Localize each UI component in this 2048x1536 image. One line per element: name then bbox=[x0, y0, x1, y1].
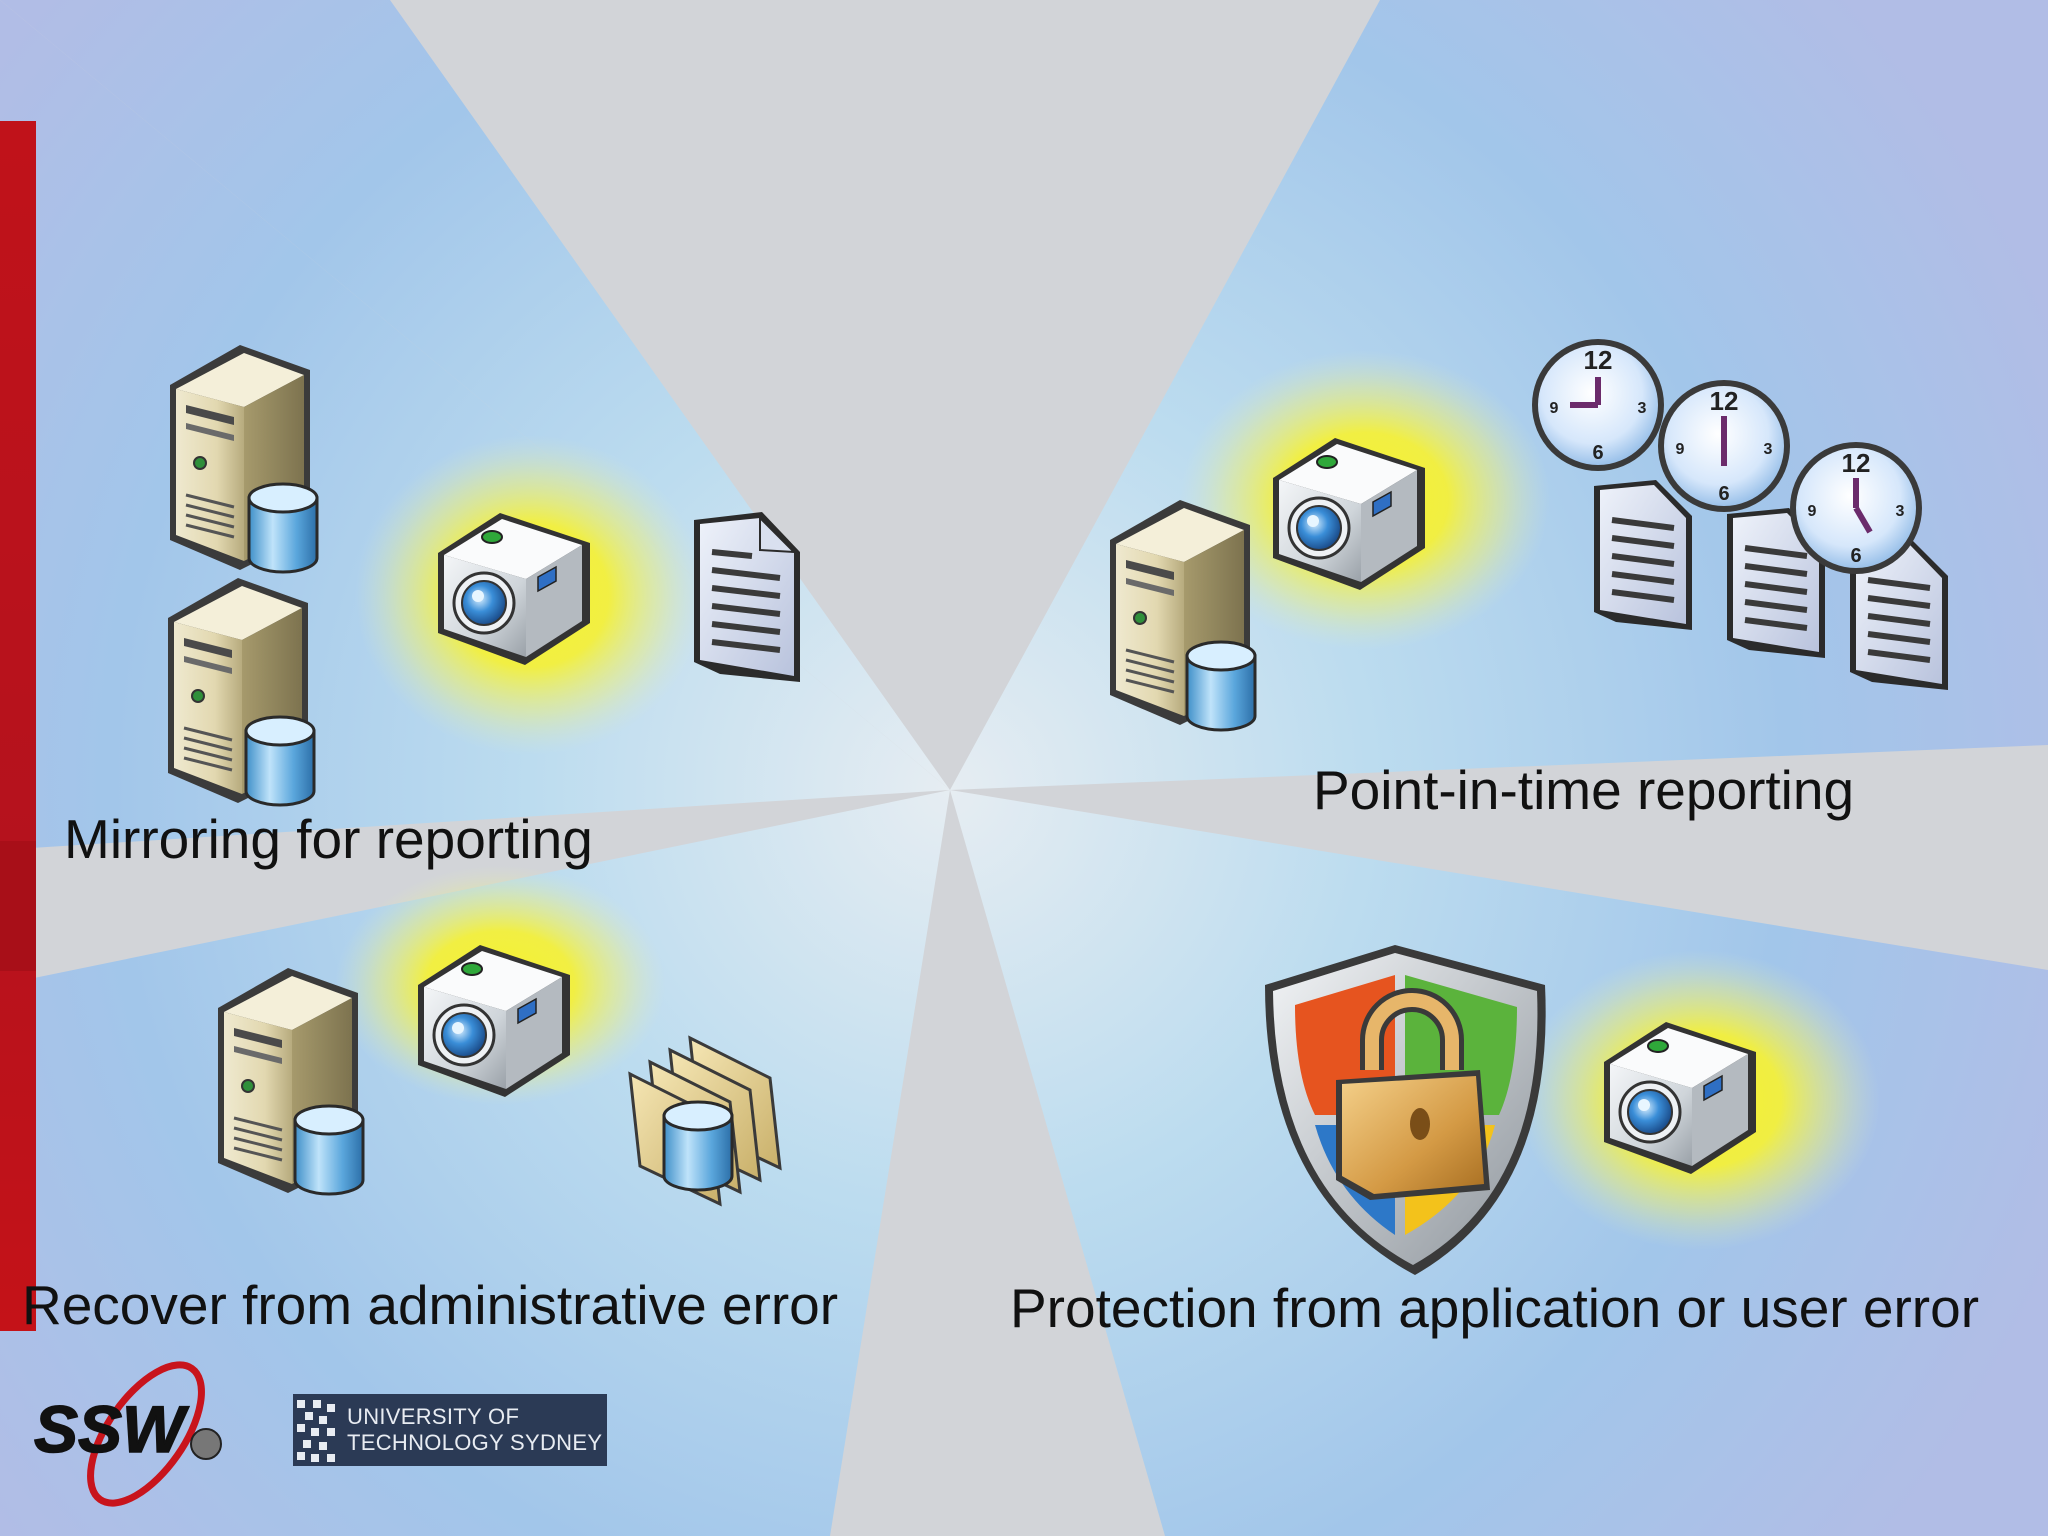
svg-text:12: 12 bbox=[1710, 386, 1739, 416]
uts-logo: UNIVERSITY OF TECHNOLOGY SYDNEY bbox=[293, 1394, 607, 1466]
clock-icon: 12 3 6 9 bbox=[1790, 442, 1922, 574]
uts-logo-line2: TECHNOLOGY SYDNEY bbox=[347, 1430, 603, 1455]
svg-text:9: 9 bbox=[1808, 503, 1817, 520]
svg-text:9: 9 bbox=[1550, 400, 1559, 417]
caption-protection-from-error: Protection from application or user erro… bbox=[1010, 1277, 1980, 1339]
svg-text:12: 12 bbox=[1584, 345, 1613, 375]
svg-text:6: 6 bbox=[1718, 483, 1729, 505]
svg-text:3: 3 bbox=[1764, 441, 1773, 458]
database-icon bbox=[293, 1104, 365, 1196]
accent-bar bbox=[0, 121, 36, 1331]
svg-text:6: 6 bbox=[1592, 442, 1603, 464]
document-icon bbox=[694, 512, 800, 682]
caption-recover-from-administrative-error: Recover from administrative error bbox=[22, 1274, 839, 1336]
point-in-time-illustration: 12 3 6 9 12 3 6 9 12 3 6 9 bbox=[1108, 339, 1948, 732]
svg-text:SSW: SSW bbox=[34, 1392, 189, 1466]
ssw-logo: SSW bbox=[33, 1361, 222, 1507]
database-icon bbox=[1185, 640, 1257, 732]
document-icon bbox=[1594, 480, 1692, 630]
lock-icon bbox=[1336, 988, 1490, 1200]
protection-illustration bbox=[1265, 945, 1758, 1275]
database-icon bbox=[244, 715, 316, 807]
svg-text:3: 3 bbox=[1896, 503, 1905, 520]
uts-crest-icon bbox=[293, 1394, 339, 1466]
svg-text:3: 3 bbox=[1638, 400, 1647, 417]
uts-logo-line1: UNIVERSITY OF bbox=[347, 1404, 520, 1429]
svg-text:6: 6 bbox=[1850, 545, 1861, 567]
caption-mirroring-for-reporting: Mirroring for reporting bbox=[64, 808, 593, 870]
clock-icon: 12 3 6 9 bbox=[1658, 380, 1790, 512]
database-icon bbox=[247, 482, 319, 574]
clock-icon: 12 3 6 9 bbox=[1532, 339, 1664, 471]
caption-point-in-time-reporting: Point-in-time reporting bbox=[1313, 759, 1855, 821]
database-icon bbox=[662, 1100, 734, 1192]
svg-text:12: 12 bbox=[1842, 448, 1871, 478]
svg-text:9: 9 bbox=[1676, 441, 1685, 458]
